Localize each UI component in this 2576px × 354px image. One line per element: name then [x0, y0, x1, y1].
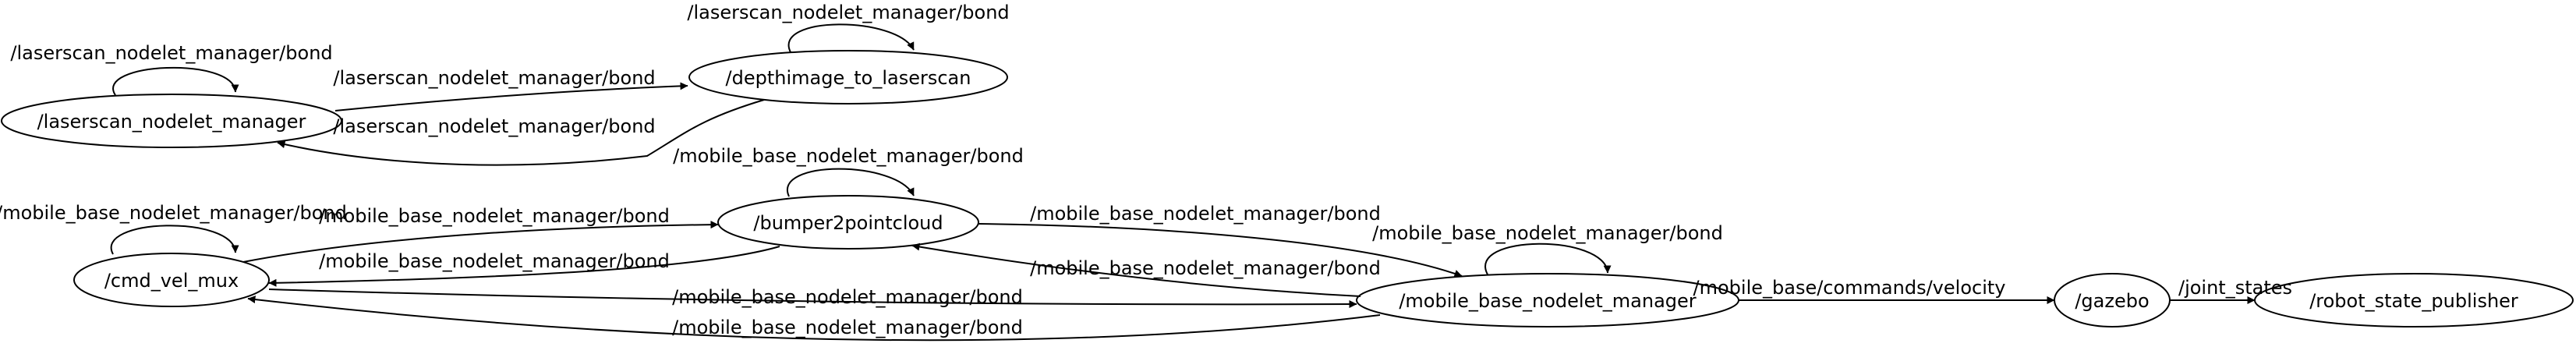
edge-line [112, 66, 239, 96]
node-label: /mobile_base_nodelet_manager [1399, 290, 1696, 312]
edge-label: /laserscan_nodelet_manager/bond [333, 67, 655, 89]
node-label: /laserscan_nodelet_manager [37, 111, 306, 133]
edge-bumper2pointcloud-to-cmd-vel-mux[interactable]: /mobile_base_nodelet_manager/bond [268, 246, 780, 287]
edge-laserscan-to-depthimage[interactable]: /laserscan_nodelet_manager/bond [333, 67, 688, 112]
edge-label: /mobile_base_nodelet_manager/bond [319, 250, 670, 272]
edge-line [1484, 242, 1612, 275]
edge-label: /laserscan_nodelet_manager/bond [333, 115, 655, 137]
node-bumper2pointcloud[interactable]: /bumper2pointcloud [717, 195, 979, 250]
edge-cmd-vel-mux-to-bumper2pointcloud[interactable]: /mobile_base_nodelet_manager/bond [242, 205, 719, 263]
node-label: /bumper2pointcloud [753, 212, 943, 234]
edge-label: /mobile_base_nodelet_manager/bond [0, 202, 347, 224]
edge-cmd-vel-mux-self[interactable]: /mobile_base_nodelet_manager/bond [0, 202, 347, 255]
edge-label: /mobile_base_nodelet_manager/bond [1030, 257, 1381, 279]
edge-line [268, 246, 780, 287]
edge-label: /laserscan_nodelet_manager/bond [687, 2, 1009, 23]
edge-line [978, 223, 1463, 278]
edge-mobile-base-self[interactable]: /mobile_base_nodelet_manager/bond [1372, 222, 1723, 275]
edge-line [334, 82, 688, 112]
edge-depthimage-self[interactable]: /laserscan_nodelet_manager/bond [687, 2, 1010, 53]
edge-laserscan-self[interactable]: /laserscan_nodelet_manager/bond [10, 42, 333, 96]
edge-mobile-base-to-bumper2pointcloud[interactable]: /mobile_base_nodelet_manager/bond [911, 242, 1381, 297]
node-cmd-vel-mux[interactable]: /cmd_vel_mux [73, 253, 270, 307]
node-label: /cmd_vel_mux [104, 270, 239, 292]
edge-mobile-base-to-gazebo[interactable]: /mobile_base/commands/velocity [1693, 277, 2055, 304]
edge-line [277, 99, 765, 166]
node-mobile-base-nodelet-manager[interactable]: /mobile_base_nodelet_manager [1356, 273, 1739, 327]
edge-line [268, 289, 1357, 309]
edge-line [787, 23, 915, 53]
edge-bumper2pointcloud-to-mobile-base[interactable]: /mobile_base_nodelet_manager/bond [978, 203, 1463, 278]
edge-label: /mobile_base_nodelet_manager/bond [1030, 203, 1381, 225]
edge-label: /mobile_base_nodelet_manager/bond [673, 145, 1024, 167]
edge-gazebo-to-robot-state-publisher[interactable]: /joint_states [2170, 277, 2292, 304]
edge-mobile-base-to-cmd-vel-mux[interactable]: /mobile_base_nodelet_manager/bond [247, 296, 1381, 342]
edge-label: /mobile_base_nodelet_manager/bond [672, 286, 1023, 308]
node-label: /robot_state_publisher [2309, 290, 2518, 312]
edge-label: /joint_states [2178, 277, 2292, 299]
node-label: /gazebo [2075, 290, 2149, 312]
node-label: /depthimage_to_laserscan [726, 67, 971, 89]
node-ellipse [688, 50, 1008, 104]
edge-label: /mobile_base_nodelet_manager/bond [672, 317, 1023, 338]
edge-line [786, 168, 915, 197]
node-ellipse [1, 94, 342, 148]
edge-line [911, 242, 1361, 297]
edge-label: /laserscan_nodelet_manager/bond [10, 42, 332, 64]
edge-line [110, 225, 239, 255]
edge-cmd-vel-mux-to-mobile-base[interactable]: /mobile_base_nodelet_manager/bond [268, 286, 1357, 309]
node-laserscan-nodelet-manager[interactable]: /laserscan_nodelet_manager [1, 94, 342, 148]
edge-line [242, 221, 719, 263]
node-robot-state-publisher[interactable]: /robot_state_publisher [2254, 273, 2574, 327]
edge-bumper2pointcloud-self[interactable]: /mobile_base_nodelet_manager/bond [673, 145, 1024, 197]
node-gazebo[interactable]: /gazebo [2054, 273, 2171, 327]
edge-depthimage-to-laserscan[interactable]: /laserscan_nodelet_manager/bond [277, 99, 765, 166]
edge-label: /mobile_base_nodelet_manager/bond [1372, 222, 1723, 244]
edge-label: /mobile_base_nodelet_manager/bond [319, 205, 670, 227]
edge-label: /mobile_base/commands/velocity [1693, 277, 2006, 299]
edge-line [247, 296, 1381, 342]
node-depthimage-to-laserscan[interactable]: /depthimage_to_laserscan [688, 50, 1008, 104]
